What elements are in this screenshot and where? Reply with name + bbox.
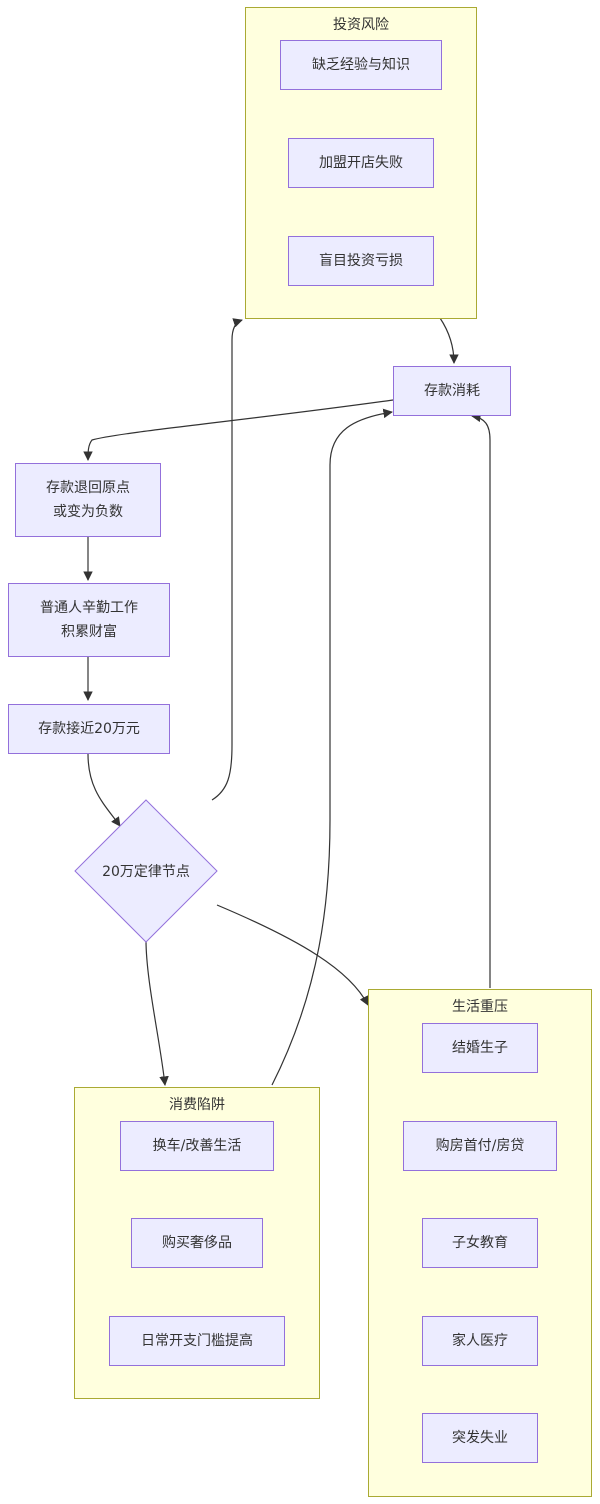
edge-decision-to-consume (145, 939, 169, 1086)
node-car-upgrade[interactable]: 换车/改善生活 (120, 1121, 274, 1171)
node-label: 子女教育 (452, 1235, 508, 1251)
node-housing[interactable]: 购房首付/房贷 (403, 1121, 557, 1171)
node-unemployment[interactable]: 突发失业 (422, 1413, 538, 1463)
node-marriage[interactable]: 结婚生子 (422, 1023, 538, 1073)
edge-decision-to-invest (211, 318, 243, 801)
node-blind-investment[interactable]: 盲目投资亏损 (288, 236, 434, 286)
node-label: 突发失业 (452, 1430, 508, 1446)
cluster-title: 生活重压 (452, 999, 508, 1015)
decision-diamond (74, 799, 218, 943)
node-label: 家人医疗 (452, 1333, 508, 1349)
node-medical[interactable]: 家人医疗 (422, 1316, 538, 1366)
edge-consume-to-depletion (271, 408, 393, 1086)
node-savings-depletion[interactable]: 存款消耗 (393, 366, 511, 416)
node-lack-experience[interactable]: 缺乏经验与知识 (280, 40, 442, 90)
edge-near-to-decision (87, 753, 121, 827)
node-hard-work[interactable]: 普通人辛勤工作 积累财富 (8, 583, 170, 657)
node-label: 存款退回原点 或变为负数 (46, 480, 130, 520)
edge-life-to-depletion (471, 412, 491, 988)
node-label: 普通人辛勤工作 积累财富 (40, 600, 138, 640)
node-education[interactable]: 子女教育 (422, 1218, 538, 1268)
cluster-title: 消费陷阱 (169, 1097, 225, 1113)
node-label: 加盟开店失败 (319, 155, 403, 171)
node-label: 存款消耗 (424, 383, 480, 399)
edge-decision-to-life (216, 904, 369, 1006)
node-near-200k[interactable]: 存款接近20万元 (8, 704, 170, 754)
node-label: 购买奢侈品 (162, 1235, 232, 1251)
edge-depletion-to-reset (83, 399, 394, 461)
node-luxury[interactable]: 购买奢侈品 (131, 1218, 263, 1268)
node-label: 换车/改善生活 (152, 1138, 242, 1154)
node-label: 购房首付/房贷 (435, 1138, 525, 1154)
node-daily-expenses[interactable]: 日常开支门槛提高 (109, 1316, 285, 1366)
node-savings-reset[interactable]: 存款退回原点 或变为负数 (15, 463, 161, 537)
node-label: 盲目投资亏损 (319, 253, 403, 269)
edge-invest-to-depletion (439, 317, 459, 364)
node-label: 存款接近20万元 (38, 721, 140, 737)
node-label: 结婚生子 (452, 1040, 508, 1056)
node-200k-law-label: 20万定律节点 (102, 864, 190, 880)
node-franchise-failure[interactable]: 加盟开店失败 (288, 138, 434, 188)
node-label: 日常开支门槛提高 (141, 1333, 253, 1349)
cluster-title: 投资风险 (333, 17, 389, 33)
node-label: 缺乏经验与知识 (312, 57, 410, 73)
